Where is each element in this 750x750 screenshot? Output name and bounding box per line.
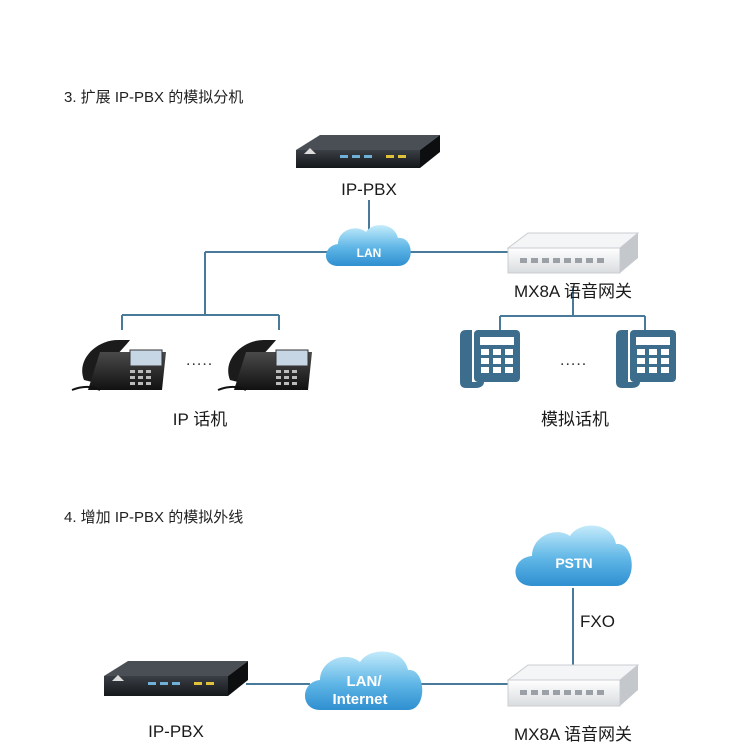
mx8a-gateway-icon	[506, 232, 640, 274]
lan-cloud-icon	[326, 225, 411, 266]
ip-phones-label: IP 话机	[172, 410, 228, 429]
section-4-connections	[246, 588, 574, 685]
ip-phone-right-icon	[217, 340, 312, 391]
pstn-cloud-icon	[515, 525, 632, 586]
analog-phone-right-icon	[616, 330, 676, 388]
pbx-bottom-label: IP-PBX	[148, 722, 204, 741]
section-4-title: 4. 增加 IP-PBX 的模拟外线	[64, 509, 244, 526]
lan-internet-cloud-label-line1: LAN/	[347, 673, 383, 690]
analog-phones-label: 模拟话机	[541, 410, 609, 429]
gateway-label: MX8A 语音网关	[513, 282, 633, 301]
ip-phones-ellipsis: .....	[186, 352, 214, 369]
lan-internet-cloud-icon	[305, 651, 423, 710]
gateway-bottom-label: MX8A 语音网关	[513, 725, 633, 744]
pstn-cloud-label: PSTN	[555, 555, 592, 571]
fxo-label: FXO	[580, 612, 615, 631]
section-3-title: 3. 扩展 IP-PBX 的模拟分机	[64, 89, 244, 106]
lan-cloud-label: LAN	[357, 246, 382, 260]
section-3-connections	[121, 200, 646, 330]
lan-internet-cloud-label-line2: Internet	[332, 691, 387, 708]
ip-pbx-device-icon	[296, 135, 440, 168]
mx8a-gateway-bottom-icon	[506, 664, 640, 707]
analog-phones-ellipsis: .....	[560, 352, 588, 369]
analog-phone-left-icon	[460, 330, 520, 388]
pbx-label: IP-PBX	[341, 180, 397, 199]
ip-pbx-device-bottom-icon	[104, 661, 248, 696]
ip-phone-left-icon	[71, 340, 166, 391]
